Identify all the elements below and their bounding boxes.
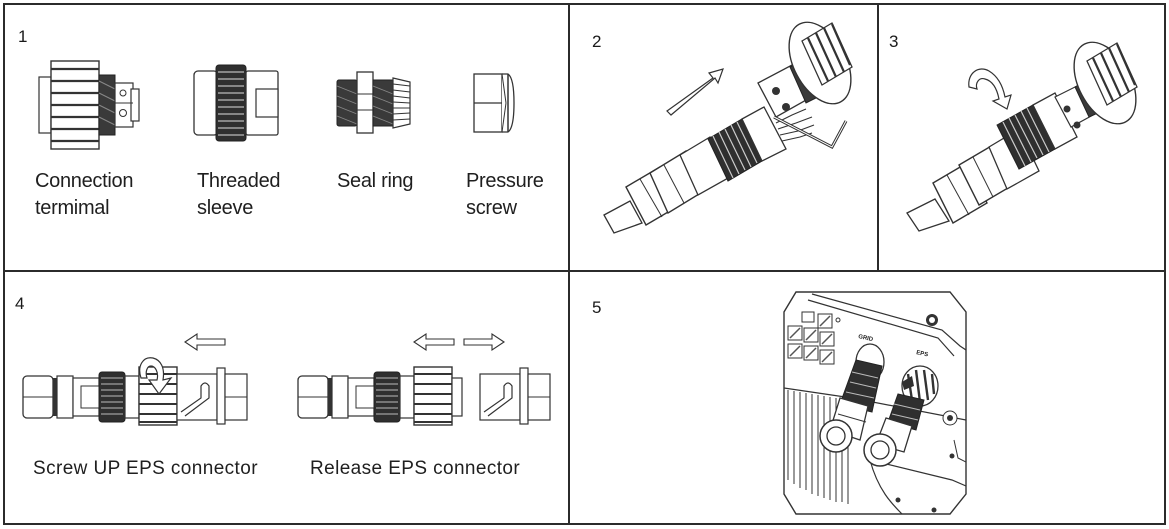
eps-port-label: EPS [916,350,929,358]
divider-horizontal [3,270,1164,272]
part-label-seal-ring: Seal ring [337,170,414,192]
rotate-arrow-icon [968,68,1012,110]
release-connector-illustration [297,332,551,426]
divider-vertical-main [568,3,570,523]
part-label-threaded-sleeve: Threaded sleeve [197,170,281,219]
caption-release-eps-connector: Release EPS connector [310,458,521,479]
step-5-panel: 5 GRID EPS [570,272,1164,522]
part-label-connection-terminal: Connection termimal [35,170,134,219]
connection-terminal-icon [38,60,140,150]
pull-right-arrow-icon [463,332,505,352]
step-2-number: 2 [592,32,602,51]
caption-screw-up-eps-connector: Screw UP EPS connector [33,458,258,479]
pull-left-arrow-icon [413,332,455,352]
step-3-panel: 3 [879,5,1164,270]
divider-vertical-top-right [877,3,879,271]
part-label-pressure-screw: Pressure screw [466,170,544,219]
hex-key-icon [773,115,848,150]
screw-rotate-arrow-icon [139,357,173,396]
step-4-number: 4 [15,294,25,313]
screw-up-connector-illustration [22,332,248,426]
step-1-number: 1 [18,27,28,46]
step-2-panel: 2 [570,5,877,270]
step-5-number: 5 [592,298,602,317]
rotate-sleeve-illustration [906,41,1138,232]
step-4-panel: 4 [5,272,568,522]
inverter-connection-illustration: GRID EPS [783,291,967,515]
seal-ring-icon [336,71,411,134]
grid-port-label: GRID [858,334,875,343]
instruction-grid-frame [3,3,1166,525]
step-1-panel: 1 [5,5,568,270]
push-left-arrow-icon [184,332,226,352]
pressure-screw-icon [473,73,515,133]
threaded-sleeve-icon [193,64,279,142]
insert-direction-arrow-icon [666,68,724,116]
step-3-number: 3 [889,32,899,51]
insert-wires-illustration [603,21,853,234]
